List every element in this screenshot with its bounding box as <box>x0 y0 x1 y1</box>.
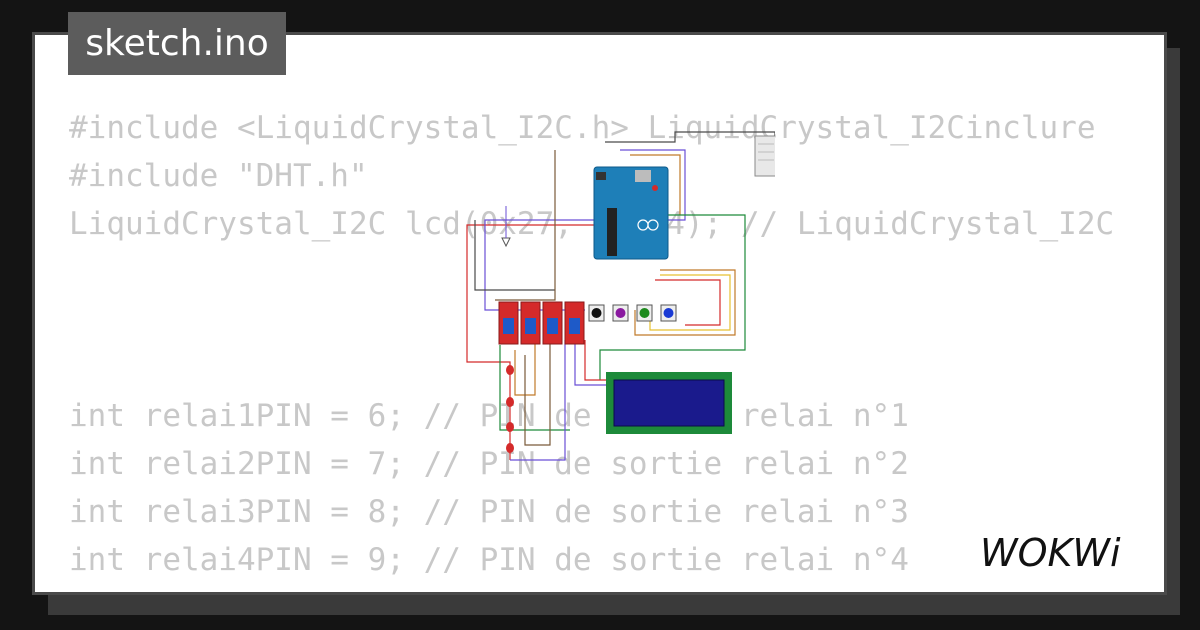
pushbutton-icon <box>588 304 677 322</box>
code-line: int relai4PIN = 9; // PIN de sortie rela… <box>69 542 909 578</box>
file-name: sketch.ino <box>85 23 269 64</box>
wires <box>466 131 775 461</box>
arduino-uno-board-icon <box>593 166 669 260</box>
relay-module-icon <box>498 301 585 345</box>
code-line: int button1Pin = 2; // PIN d'entrée BP n… <box>69 584 1133 592</box>
lcd-display-icon <box>606 372 732 434</box>
led-icon <box>506 365 514 453</box>
brand-name: WOKWi <box>980 531 1121 575</box>
potentiometer-icon <box>501 206 511 248</box>
code-preview: #include <LiquidCrystal_I2C.h> LiquidCry… <box>69 104 1133 592</box>
code-line: #include "DHT.h" <box>69 158 368 194</box>
circuit-diagram <box>466 131 775 461</box>
wokwi-logo-icon: WOKWi <box>980 531 1121 575</box>
dht-sensor-icon <box>754 135 775 177</box>
wokwi-logo: WOKWi <box>978 530 1150 576</box>
preview-card: #include <LiquidCrystal_I2C.h> LiquidCry… <box>32 32 1167 595</box>
code-line: #include <LiquidCrystal_I2C.h> LiquidCry… <box>69 110 1096 146</box>
file-tab: sketch.ino <box>68 12 286 75</box>
code-line: int relai3PIN = 8; // PIN de sortie rela… <box>69 494 909 530</box>
code-line: int relai2PIN = 7; // PIN de sortie rela… <box>69 446 909 482</box>
